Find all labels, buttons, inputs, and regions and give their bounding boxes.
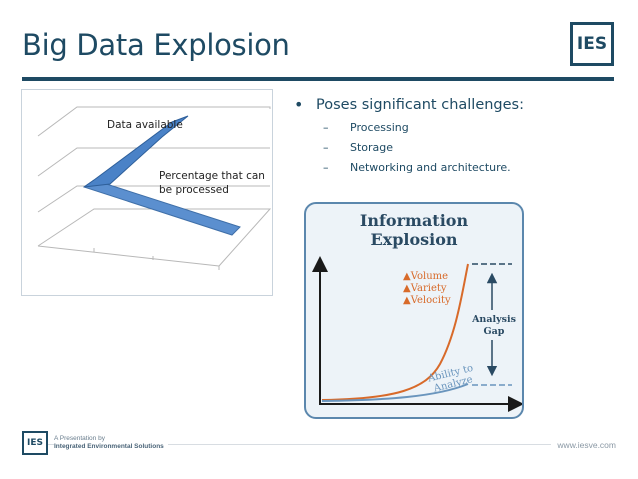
- footer-divider: [22, 444, 614, 445]
- information-explosion-card: Information Explosion ▲Volume ▲Variety ▲…: [304, 202, 524, 419]
- sub-bullet-text: Processing: [350, 121, 409, 134]
- footer-logo-text: IES: [27, 438, 43, 448]
- gridline: [37, 245, 220, 267]
- analysis-gap-label: Analysis Gap: [472, 314, 516, 337]
- footer-line2: Integrated Environmental Solutions: [54, 443, 164, 450]
- v-list: ▲Volume ▲Variety ▲Velocity: [403, 271, 451, 307]
- info-graphic: [312, 256, 522, 412]
- info-title-line: Information: [359, 211, 469, 230]
- data-chart: Data available Percentage that can be pr…: [21, 89, 273, 296]
- sub-bullet: –Processing: [323, 121, 409, 134]
- gridline: [37, 106, 271, 137]
- footer-url[interactable]: www.iesve.com: [551, 440, 616, 450]
- bullet-dot-icon: •: [294, 95, 304, 114]
- slide-title: Big Data Explosion: [22, 28, 290, 62]
- logo-text: IES: [576, 34, 608, 54]
- gridline: [37, 185, 270, 213]
- ies-logo: IES: [570, 22, 614, 66]
- data-chart-graphic: [37, 106, 272, 270]
- bullet-main-text: Poses significant challenges:: [316, 97, 524, 113]
- footer-line1: A Presentation by: [54, 435, 105, 442]
- sub-bullet-text: Storage: [350, 141, 394, 154]
- bullet-list: • Poses significant challenges: –Process…: [292, 95, 524, 181]
- sub-bullet-text: Networking and architecture.: [350, 161, 511, 174]
- gridline: [37, 208, 272, 267]
- data-available-band: [83, 115, 189, 188]
- percentage-processed-label: Percentage that can be processed: [159, 170, 265, 196]
- title-divider: [22, 77, 614, 81]
- info-title: Information Explosion: [306, 211, 522, 249]
- footer-credit: A Presentation by Integrated Environment…: [54, 435, 168, 451]
- volume-curve: [321, 263, 469, 401]
- data-available-label: Data available: [107, 119, 183, 131]
- bullet-main: • Poses significant challenges:: [292, 95, 524, 114]
- sub-bullet: –Networking and architecture.: [323, 161, 511, 174]
- info-title-line: Explosion: [370, 230, 458, 249]
- gridline: [37, 147, 270, 177]
- ability-curve: [321, 383, 469, 402]
- sub-bullet: –Storage: [323, 141, 394, 154]
- footer-ies-logo: IES: [22, 431, 48, 455]
- v-item-volume: ▲Volume: [403, 271, 449, 282]
- v-item-velocity: ▲Velocity: [403, 295, 451, 306]
- v-item-variety: ▲Variety: [403, 283, 447, 294]
